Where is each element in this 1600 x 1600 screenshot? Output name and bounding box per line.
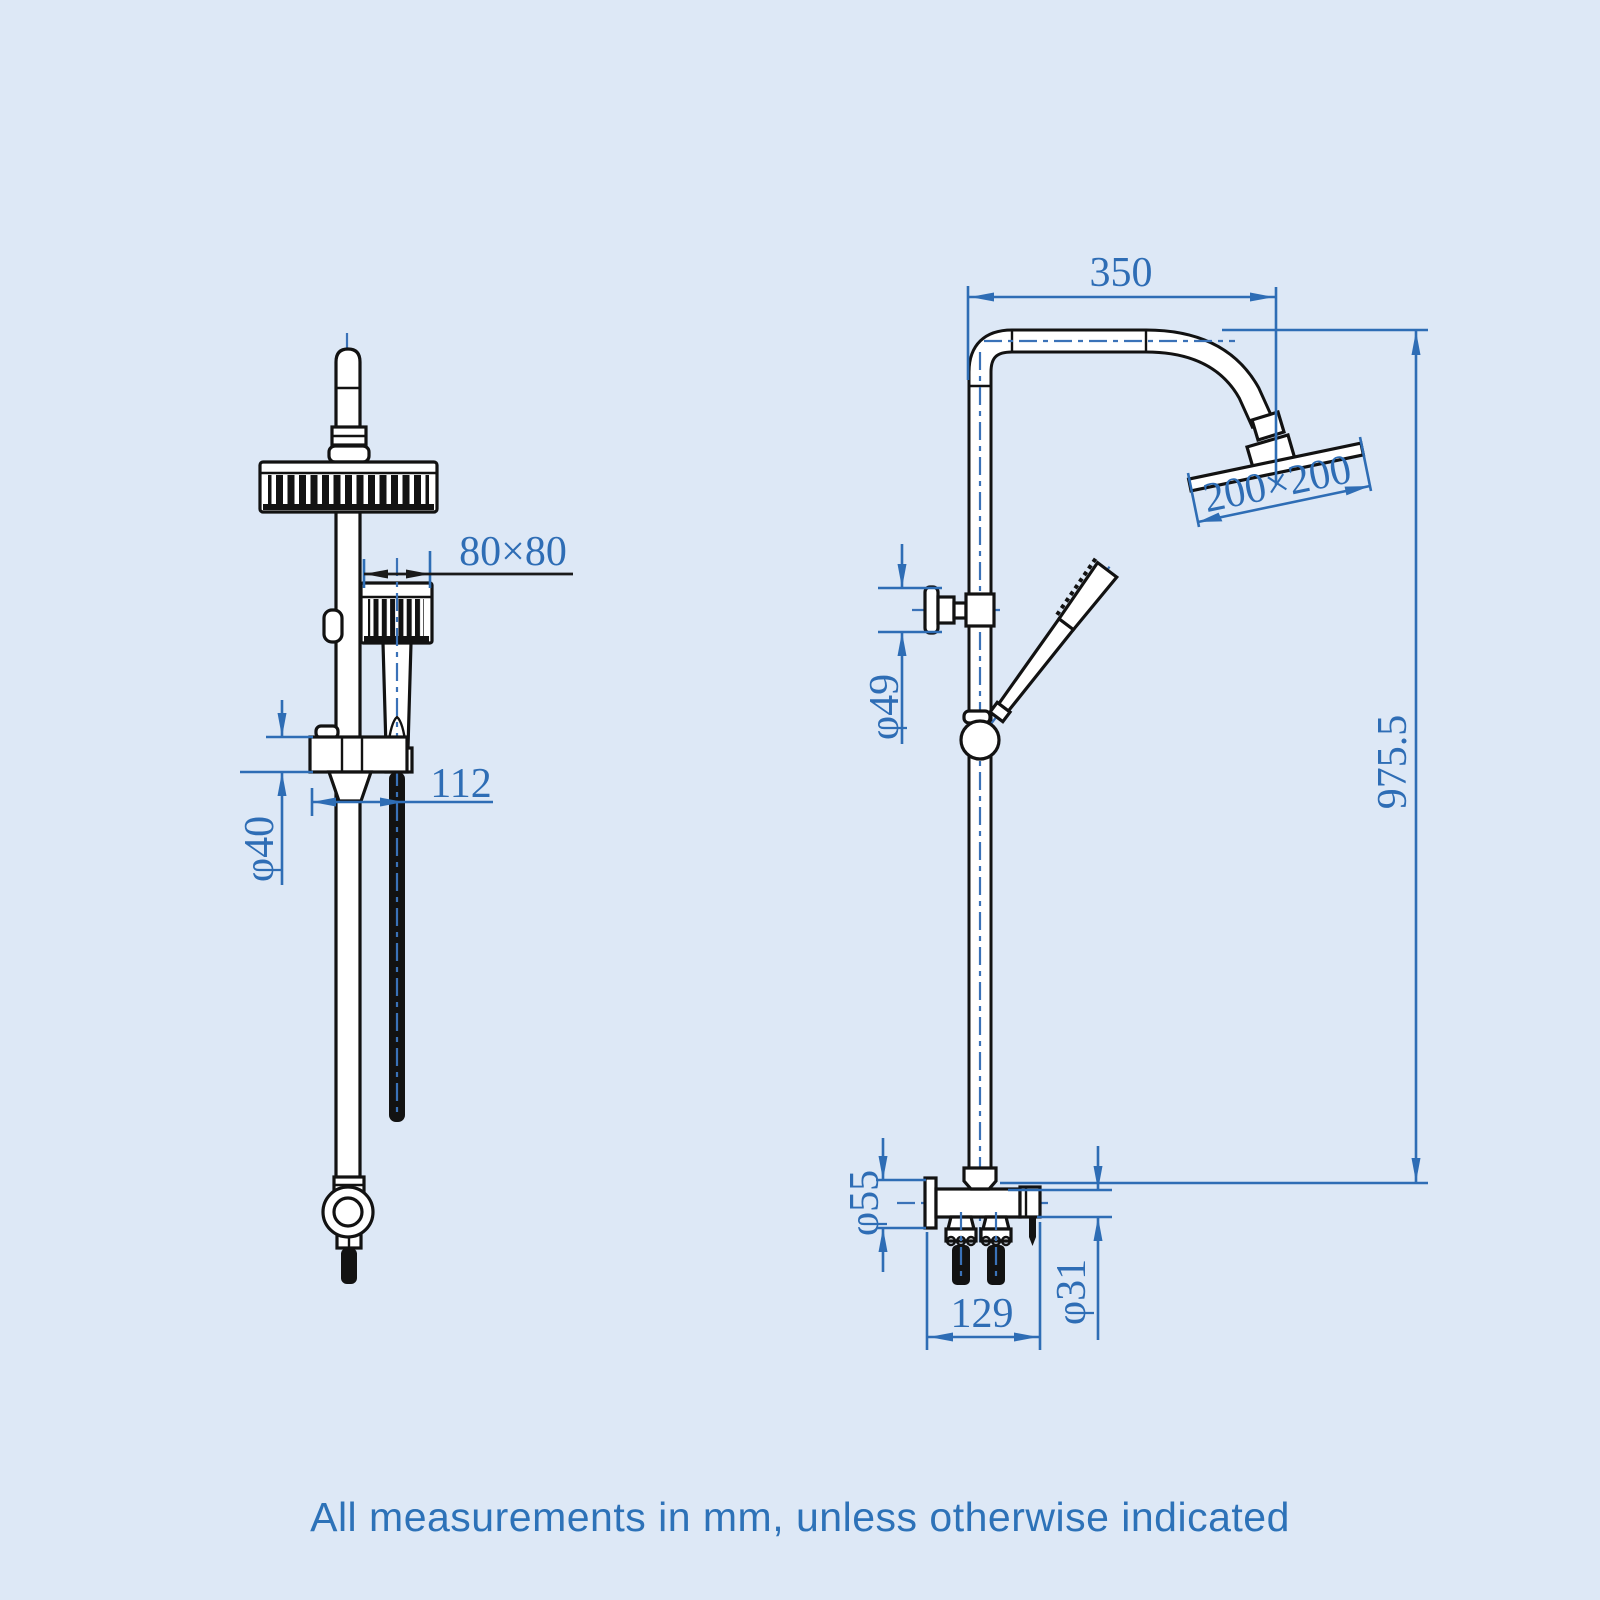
front-valve-endcap bbox=[1018, 1185, 1042, 1219]
measurement-note: All measurements in mm, unless otherwise… bbox=[310, 1494, 1290, 1540]
dim-phi40: φ40 bbox=[237, 700, 313, 885]
front-diverter-block bbox=[964, 592, 996, 628]
dim-200x200-line bbox=[1197, 484, 1371, 524]
dim-975: 975.5 bbox=[1000, 328, 1428, 1185]
dim-112: 112 bbox=[310, 761, 493, 816]
front-inlet-right bbox=[979, 1212, 1013, 1285]
dim-975-label: 975.5 bbox=[1370, 715, 1416, 810]
dim-200x200-arrow-right bbox=[1344, 486, 1370, 496]
side-overhead-shower bbox=[258, 460, 439, 514]
side-overhead-shower-faceplate bbox=[263, 504, 434, 510]
front-diverter-flange bbox=[923, 585, 940, 635]
front-slider-ball bbox=[959, 719, 1001, 761]
dim-phi55-arrow-up bbox=[878, 1228, 888, 1252]
dim-phi49-arrow-down bbox=[897, 564, 907, 588]
dim-112-label: 112 bbox=[430, 761, 491, 807]
dim-350-arrow-left bbox=[970, 292, 994, 302]
dim-112-arrow-right bbox=[380, 797, 404, 807]
front-inlet-right-scallop bbox=[980, 1235, 992, 1247]
dim-200x200-tick-left bbox=[1186, 472, 1201, 528]
side-bottom-fitting bbox=[321, 1175, 375, 1284]
dim-350-arrow-right bbox=[1250, 292, 1274, 302]
dim-phi31-arrow-down bbox=[1093, 1166, 1103, 1190]
dim-phi31-arrow-up bbox=[1093, 1217, 1103, 1241]
dim-phi40-arrow-down bbox=[277, 713, 287, 737]
side-elbow-inner bbox=[332, 1196, 364, 1228]
front-inlet-left bbox=[944, 1212, 978, 1285]
dim-phi49-arrow-up bbox=[897, 632, 907, 656]
front-inlet-left-scallop bbox=[945, 1235, 957, 1247]
front-view: 350 200×200 975.5 φ49 bbox=[842, 250, 1428, 1350]
dim-phi55-arrow-down bbox=[878, 1156, 888, 1180]
dim-80x80-label: 80×80 bbox=[459, 529, 567, 575]
side-slider-body-lines bbox=[340, 737, 364, 772]
front-valve bbox=[897, 1166, 1048, 1285]
side-head-ferrule bbox=[327, 444, 371, 464]
side-bottom-outlet bbox=[341, 1248, 357, 1284]
side-hand-shower-handle-arch bbox=[386, 715, 408, 748]
dim-112-arrow-left bbox=[312, 797, 336, 807]
front-diverter-stem bbox=[952, 601, 968, 620]
dim-129-arrow-right bbox=[1014, 1332, 1038, 1342]
side-slider-body bbox=[308, 735, 409, 774]
side-slider-bracket bbox=[308, 724, 409, 803]
side-overhead-shower-nozzles bbox=[268, 475, 429, 504]
side-wall-bracket bbox=[322, 608, 344, 644]
dim-phi31-label: φ31 bbox=[1049, 1259, 1095, 1325]
front-riser-nut bbox=[962, 1166, 998, 1191]
dim-129: 129 bbox=[925, 1222, 1042, 1350]
dim-975-arrow-up bbox=[1411, 331, 1421, 355]
dim-350-label: 350 bbox=[1090, 250, 1153, 296]
dim-phi31: φ31 bbox=[1008, 1146, 1112, 1340]
dim-129-arrow-left bbox=[929, 1332, 953, 1342]
front-diverter-pin-tip bbox=[1029, 1237, 1036, 1246]
front-hand-shower-spray-face bbox=[1055, 557, 1098, 616]
front-valve-body bbox=[934, 1187, 1022, 1219]
side-view: 80×80 112 φ40 bbox=[237, 333, 573, 1284]
dim-80x80: 80×80 bbox=[362, 529, 573, 588]
front-inlet-right-scallop bbox=[1000, 1235, 1012, 1247]
dim-phi40-arrow-up bbox=[277, 772, 287, 796]
front-diverter-knob bbox=[912, 585, 1004, 635]
dim-phi49-label: φ49 bbox=[862, 674, 908, 740]
dim-phi55: φ55 bbox=[842, 1138, 926, 1272]
dim-200x200-tick-right bbox=[1358, 436, 1373, 492]
dim-phi49: φ49 bbox=[862, 544, 942, 744]
dim-975-arrow-down bbox=[1411, 1158, 1421, 1182]
dim-129-label: 129 bbox=[951, 1291, 1014, 1337]
front-hand-shower bbox=[985, 557, 1120, 731]
dim-80x80-arrow-right bbox=[406, 569, 430, 579]
front-diverter-body bbox=[936, 595, 956, 625]
dim-200x200-arrow-left bbox=[1198, 512, 1223, 522]
dim-phi40-label: φ40 bbox=[237, 816, 283, 882]
dim-phi55-label: φ55 bbox=[842, 1170, 888, 1236]
dim-80x80-arrow-left bbox=[364, 569, 388, 579]
dim-350: 350 bbox=[966, 250, 1278, 485]
side-hand-shower-handle bbox=[381, 641, 413, 750]
front-inlet-left-scallop bbox=[965, 1235, 977, 1247]
front-diverter-pin bbox=[1029, 1217, 1036, 1237]
front-hand-shower-head bbox=[1056, 560, 1120, 632]
front-valve-flange bbox=[923, 1176, 938, 1230]
